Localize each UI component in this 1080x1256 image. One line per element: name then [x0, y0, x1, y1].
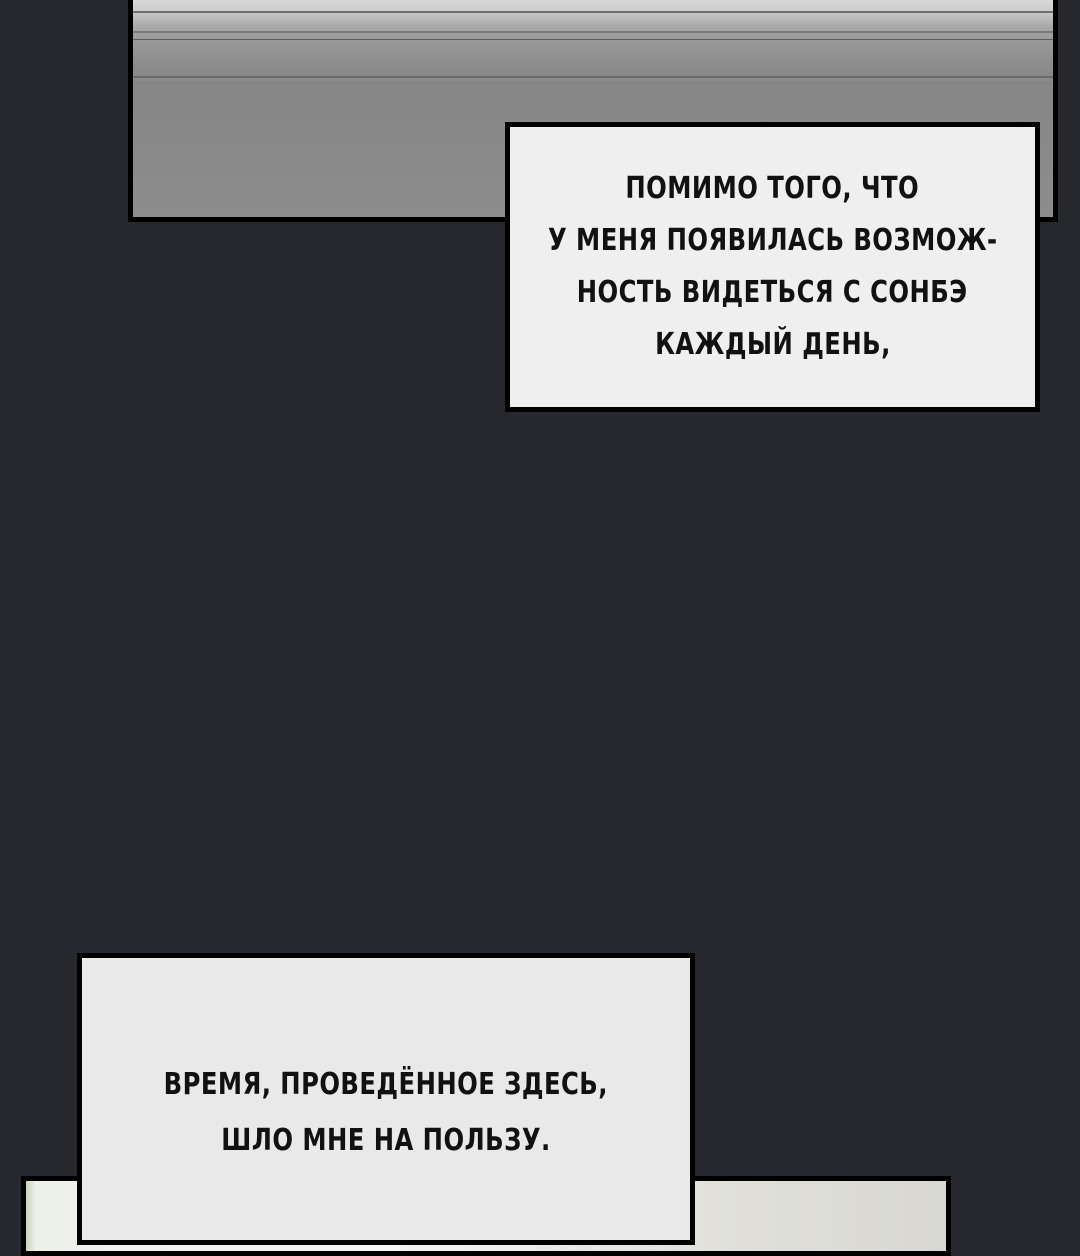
caption-text-line: ПОМИМО ТОГО, ЧТО [625, 171, 920, 206]
panel-line [133, 31, 1053, 33]
narration-box-1: ПОМИМО ТОГО, ЧТО У МЕНЯ ПОЯВИЛАСЬ ВОЗМОЖ… [505, 122, 1040, 412]
narration-box-2: ВРЕМЯ, ПРОВЕДЁННОЕ ЗДЕСЬ, ШЛО МНЕ НА ПОЛ… [77, 953, 695, 1245]
caption-text-line: У МЕНЯ ПОЯВИЛАСЬ ВОЗМОЖ- [547, 223, 998, 258]
caption-text-line: ШЛО МНЕ НА ПОЛЬЗУ. [221, 1123, 551, 1158]
caption-text-line: ВРЕМЯ, ПРОВЕДЁННОЕ ЗДЕСЬ, [163, 1067, 609, 1102]
panel-line [133, 39, 1053, 40]
panel-line [133, 11, 1053, 13]
caption-text-line: КАЖДЫЙ ДЕНЬ, [654, 327, 891, 362]
caption-text-line: НОСТЬ ВИДЕТЬСЯ С СОНБЭ [577, 275, 968, 310]
panel-line [133, 76, 1053, 78]
